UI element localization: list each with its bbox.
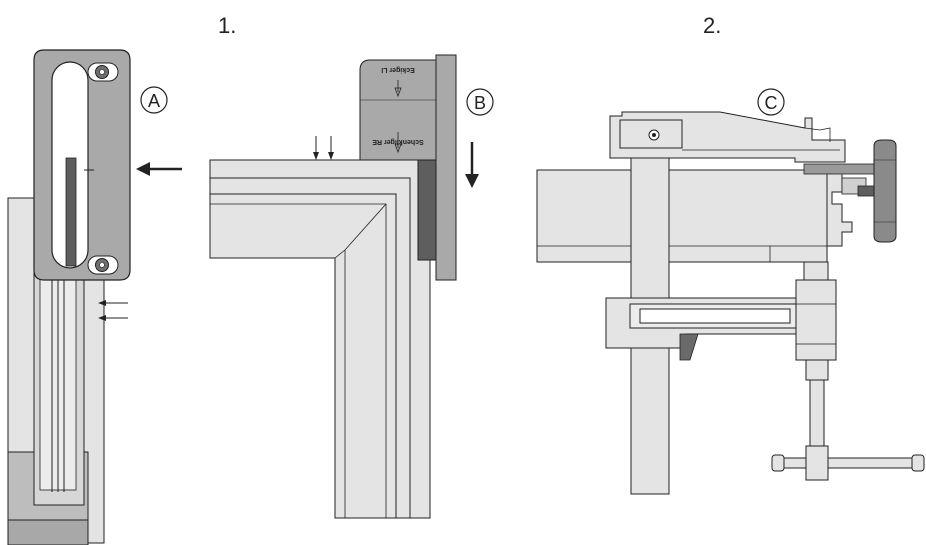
screw-top-icon (87, 62, 119, 82)
clamp-top-arm (609, 111, 875, 197)
step-1-label: 1. (218, 13, 236, 38)
callout-a: A (140, 86, 168, 114)
screw-bottom-icon (87, 255, 119, 275)
clamp-knob[interactable] (873, 139, 897, 243)
push-arrow-down-icon (465, 142, 479, 188)
small-arrows-left-icon (98, 300, 128, 321)
svg-text:C: C (765, 93, 778, 113)
small-arrows-down-icon (313, 136, 334, 160)
corner-frame-profile (209, 159, 431, 519)
t-handle-icon[interactable] (771, 445, 925, 481)
clamp-spindle (795, 261, 837, 447)
svg-text:B: B (474, 93, 486, 113)
plate-b-top-text: Eckiger LI (381, 66, 415, 73)
gauge-plate-a (33, 49, 131, 281)
callout-c: C (757, 88, 785, 116)
push-arrow-left-icon (136, 162, 182, 176)
step-2-label: 2. (703, 13, 721, 38)
gauge-plate-b: Eckiger LI Schenkliger RE (359, 54, 457, 281)
clamp-lower-arm (605, 297, 801, 361)
svg-text:A: A (148, 91, 160, 111)
horizontal-frame-profile (536, 169, 867, 263)
callout-b: B (466, 88, 494, 116)
